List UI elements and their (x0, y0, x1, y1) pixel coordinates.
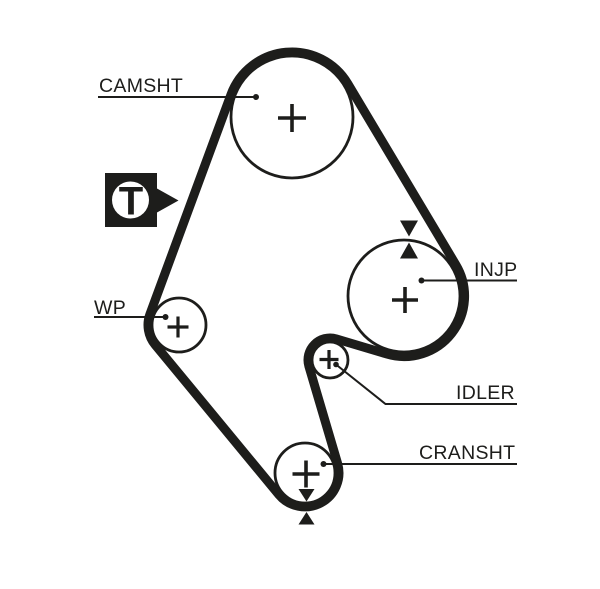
injection-pump-label: INJP (474, 259, 517, 281)
idler-leader-dot (333, 361, 339, 368)
injp-timing-mark-down-icon (400, 220, 418, 237)
crankshaft-timing-mark-down-icon (298, 489, 315, 502)
water-pump-label: WP (94, 297, 126, 319)
injp-timing-mark-up-icon (400, 242, 418, 259)
idler-leader-line (335, 363, 517, 405)
crankshaft-timing-mark-up-icon (298, 512, 315, 525)
timing-belt (143, 47, 470, 512)
injection-pump-center-mark-icon (392, 287, 418, 313)
crankshaft-leader-dot (320, 461, 327, 467)
camshaft-center-mark-icon (278, 104, 306, 132)
tensioner-arrow-right-icon (157, 188, 179, 213)
camshaft-label: CAMSHT (99, 75, 183, 97)
crankshaft-label: CRANSHT (419, 442, 515, 464)
water-pump-center-mark-icon (167, 316, 189, 338)
tensioner-badge-letter: T (119, 180, 143, 224)
idler-center-mark-icon (319, 350, 339, 369)
water-pump-leader-dot (162, 314, 169, 320)
injection-pump-leader-dot (418, 277, 425, 284)
idler-label: IDLER (456, 382, 515, 404)
camshaft-leader-dot (253, 94, 259, 100)
tensioner-badge: T (105, 173, 179, 227)
crankshaft-center-mark-icon (292, 460, 320, 488)
tensioner-badge-circle (112, 181, 149, 219)
